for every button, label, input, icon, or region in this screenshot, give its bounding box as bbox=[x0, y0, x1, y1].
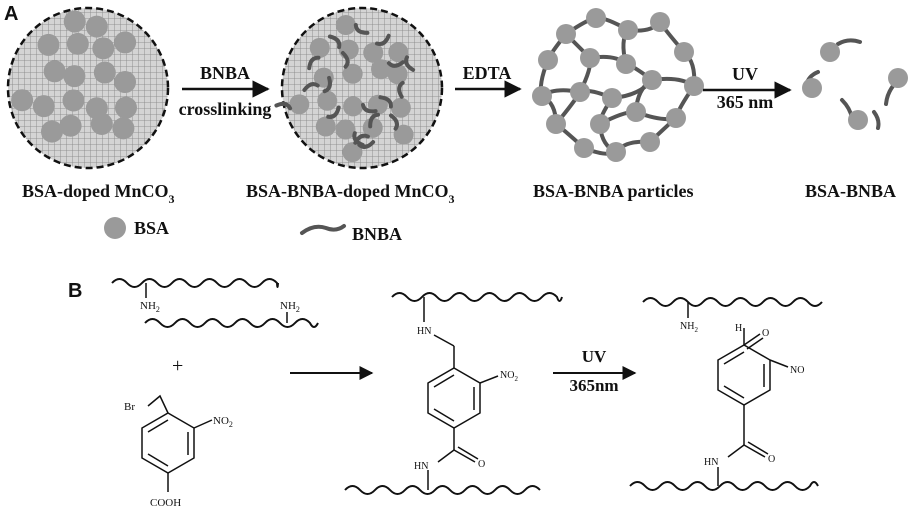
reagent-edta-label: EDTA bbox=[463, 63, 512, 83]
photolysis-products bbox=[687, 302, 789, 486]
amine-label-2: NH2 bbox=[280, 300, 300, 314]
protein-chains bbox=[111, 278, 823, 495]
legend: BSA BNBA bbox=[104, 217, 402, 244]
bsa-bnba-doped-mnco3-particle bbox=[274, 6, 444, 170]
amine-label-product: NH2 bbox=[680, 321, 698, 334]
aldehyde-o-label: O bbox=[762, 328, 769, 339]
bsa-doped-mnco3-particle bbox=[6, 6, 170, 170]
uv-photolysis-wavelength: 365nm bbox=[569, 376, 618, 395]
panel-b-letter: B bbox=[68, 280, 82, 302]
product-amide-o-label: O bbox=[768, 454, 775, 465]
bsa-bnba-doped-mnco3-label: BSA-BNBA-doped MnCO3 bbox=[246, 181, 455, 206]
conjugate-product bbox=[423, 297, 499, 490]
reagent-bnba-label: BNBA bbox=[200, 63, 250, 83]
bromo-label: Br bbox=[124, 401, 135, 413]
amine-linker-label: HN bbox=[417, 326, 431, 337]
bnba-molecule bbox=[141, 394, 213, 492]
bsa-bnba-particle-network bbox=[532, 8, 704, 162]
legend-bsa-marker bbox=[104, 217, 126, 239]
uv-photolysis-label: UV bbox=[582, 347, 607, 366]
panel-a-letter: A bbox=[4, 3, 18, 25]
wavelength-label: 365 nm bbox=[717, 92, 774, 112]
legend-bnba-label: BNBA bbox=[352, 224, 402, 244]
nitro-label-reactant: NO2 bbox=[213, 415, 233, 429]
reactant-amines bbox=[145, 283, 288, 323]
carboxyl-label: COOH bbox=[150, 497, 181, 509]
amide-hn-label: HN bbox=[414, 461, 428, 472]
product-amide-hn-label: HN bbox=[704, 457, 718, 468]
nitro-label-product: NO2 bbox=[500, 370, 518, 383]
nitroso-label: NO bbox=[790, 365, 804, 376]
bsa-doped-mnco3-label: BSA-doped MnCO3 bbox=[22, 181, 175, 206]
legend-bnba-marker bbox=[300, 224, 346, 235]
bsa-bnba-particles-label: BSA-BNBA particles bbox=[533, 181, 694, 201]
aldehyde-h-label: H bbox=[735, 323, 742, 334]
amide-o-label: O bbox=[478, 459, 485, 470]
crosslinking-label: crosslinking bbox=[179, 99, 272, 119]
amine-label-1: NH2 bbox=[140, 300, 160, 314]
legend-bsa-label: BSA bbox=[134, 218, 169, 238]
plus-sign: + bbox=[172, 355, 183, 377]
bsa-bnba-label: BSA-BNBA bbox=[805, 181, 896, 201]
uv-label: UV bbox=[732, 64, 758, 84]
released-bsa-bnba bbox=[802, 38, 908, 130]
